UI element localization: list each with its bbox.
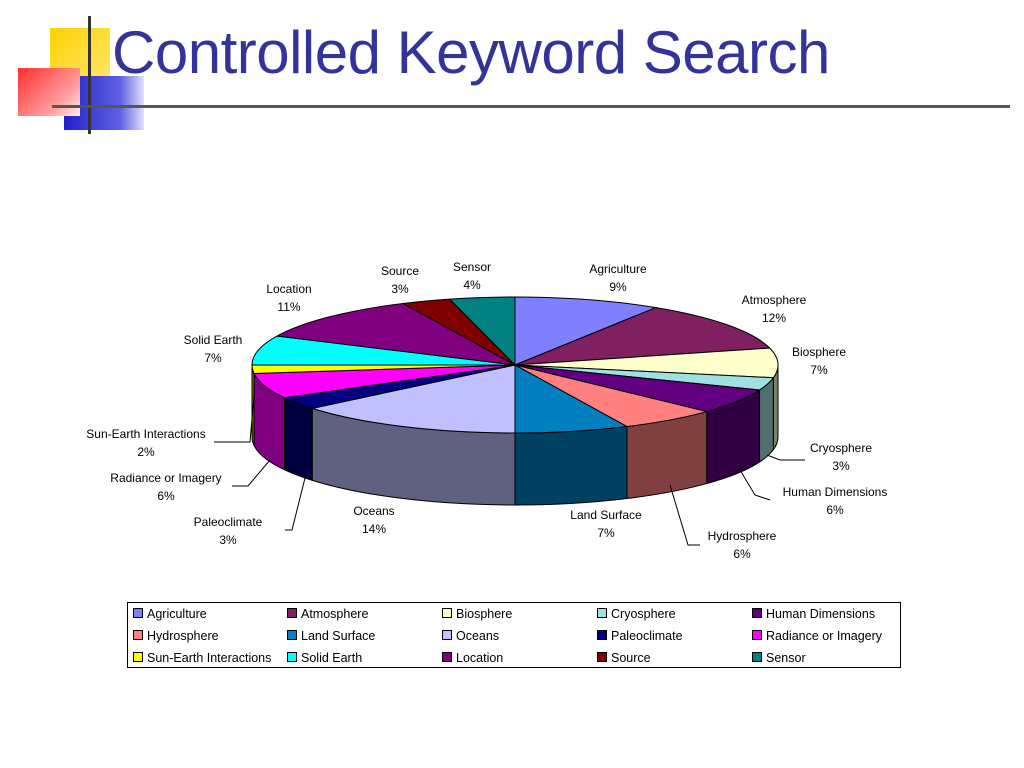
slice-label-cryosphere: Cryosphere — [810, 441, 872, 455]
slice-label-source: Source — [381, 264, 419, 278]
legend-swatch — [287, 652, 297, 662]
chart-legend: Agriculture Atmosphere Biosphere Cryosphere… — [127, 602, 901, 668]
slice-percent-sensor: 4% — [463, 278, 481, 292]
slice-percent-hydrosphere: 6% — [733, 547, 751, 561]
pie-slice-solid-earth — [251, 335, 516, 366]
leader-line-sun-earth-interactions — [214, 394, 255, 443]
legend-label: Sensor — [766, 651, 806, 665]
legend-item-location: Location — [442, 651, 503, 665]
slice-label-biosphere: Biosphere — [792, 345, 846, 359]
legend-label: Cryosphere — [611, 607, 676, 621]
pie-chart: Agriculture 9% Atmosphere 12% Biosphere 7% Cry… — [86, 260, 888, 561]
legend-swatch — [442, 608, 452, 618]
legend-swatch — [133, 630, 143, 640]
leader-line-paleoclimate — [285, 477, 306, 531]
slice-label-sensor: Sensor — [453, 260, 491, 274]
leader-line-cryosphere — [766, 454, 805, 461]
title-divider — [52, 105, 1010, 108]
pie-slice-sensor — [448, 296, 516, 367]
legend-swatch — [752, 652, 762, 662]
legend-item-radiance-or-imagery: Radiance or Imagery — [752, 629, 882, 643]
legend-swatch — [752, 608, 762, 618]
legend-item-sun-earth-interactions: Sun-Earth Interactions — [133, 651, 271, 665]
slice-percent-atmosphere: 12% — [762, 311, 786, 325]
pie-slice-atmosphere — [514, 307, 771, 366]
slice-label-paleoclimate: Paleoclimate — [194, 515, 263, 529]
legend-item-land-surface: Land Surface — [287, 629, 375, 643]
pie-side-biosphere — [772, 364, 779, 452]
legend-label: Agriculture — [147, 607, 207, 621]
legend-swatch — [597, 630, 607, 640]
pie-slice-land-surface — [514, 364, 629, 434]
slice-percent-cryosphere: 3% — [832, 459, 850, 473]
pie-slice-agriculture — [514, 296, 658, 366]
slice-percent-human-dimensions: 6% — [826, 503, 844, 517]
slice-label-human-dimensions: Human Dimensions — [783, 485, 888, 499]
legend-item-atmosphere: Atmosphere — [287, 607, 368, 621]
slice-label-location: Location — [266, 282, 311, 296]
decor-red-square — [18, 68, 80, 116]
legend-label: Solid Earth — [301, 651, 363, 665]
legend-label: Source — [611, 651, 651, 665]
legend-swatch — [133, 608, 143, 618]
slice-label-hydrosphere: Hydrosphere — [708, 529, 777, 543]
legend-item-sensor: Sensor — [752, 651, 806, 665]
leader-line-radiance-or-imagery — [232, 459, 271, 487]
pie-side-land-surface — [514, 425, 628, 506]
slice-label-oceans: Oceans — [353, 504, 394, 518]
slide-title: Controlled Keyword Search — [112, 19, 830, 86]
legend-label: Paleoclimate — [611, 629, 683, 643]
legend-label: Land Surface — [301, 629, 376, 643]
slice-label-agriculture: Agriculture — [589, 262, 647, 276]
legend-label: Radiance or Imagery — [766, 629, 883, 643]
slice-percent-sun-earth-interactions: 2% — [137, 445, 155, 459]
legend-label: Oceans — [456, 629, 500, 643]
legend-label: Atmosphere — [301, 607, 369, 621]
pie-slice-oceans — [310, 364, 516, 434]
legend-item-hydrosphere: Hydrosphere — [133, 629, 219, 643]
slice-percent-radiance-or-imagery: 6% — [157, 489, 175, 503]
legend-label: Hydrosphere — [147, 629, 219, 643]
legend-item-cryosphere: Cryosphere — [597, 607, 676, 621]
legend-item-solid-earth: Solid Earth — [287, 651, 362, 665]
pie-side-paleoclimate — [284, 396, 313, 482]
legend-label: Biosphere — [456, 607, 513, 621]
slice-label-sun-earth-interactions: Sun-Earth Interactions — [86, 427, 205, 441]
legend-item-human-dimensions: Human Dimensions — [752, 607, 875, 621]
slice-label-radiance-or-imagery: Radiance or Imagery — [110, 471, 221, 485]
slice-percent-solid-earth: 7% — [204, 351, 222, 365]
slice-percent-paleoclimate: 3% — [219, 533, 237, 547]
legend-item-paleoclimate: Paleoclimate — [597, 629, 683, 643]
slice-label-atmosphere: Atmosphere — [742, 293, 807, 307]
slice-percent-biosphere: 7% — [810, 363, 828, 377]
legend-swatch — [287, 630, 297, 640]
slice-percent-land-surface: 7% — [597, 526, 615, 540]
slice-percent-oceans: 14% — [362, 522, 386, 536]
slice-label-solid-earth: Solid Earth — [184, 333, 243, 347]
slice-percent-location: 11% — [277, 300, 300, 314]
slice-label-land-surface: Land Surface — [570, 508, 642, 522]
legend-label: Human Dimensions — [766, 607, 876, 621]
legend-swatch — [752, 630, 762, 640]
slice-percent-source: 3% — [391, 282, 409, 296]
legend-label: Sun-Earth Interactions — [147, 651, 272, 665]
legend-item-biosphere: Biosphere — [442, 607, 512, 621]
slice-percent-agriculture: 9% — [609, 280, 627, 294]
legend-swatch — [442, 652, 452, 662]
leader-line-human-dimensions — [739, 469, 771, 501]
legend-swatch — [597, 652, 607, 662]
legend-swatch — [133, 652, 143, 662]
leader-line-hydrosphere — [669, 484, 700, 546]
legend-item-source: Source — [597, 651, 651, 665]
pie-slice-location — [275, 302, 516, 366]
legend-swatch — [442, 630, 452, 640]
legend-item-oceans: Oceans — [442, 629, 499, 643]
legend-item-agriculture: Agriculture — [133, 607, 207, 621]
legend-label: Location — [456, 651, 504, 665]
pie-side-cryosphere — [759, 376, 774, 463]
decor-vertical-line — [88, 16, 91, 134]
legend-swatch — [597, 608, 607, 618]
legend-swatch — [287, 608, 297, 618]
pie-slice-biosphere — [514, 347, 779, 379]
